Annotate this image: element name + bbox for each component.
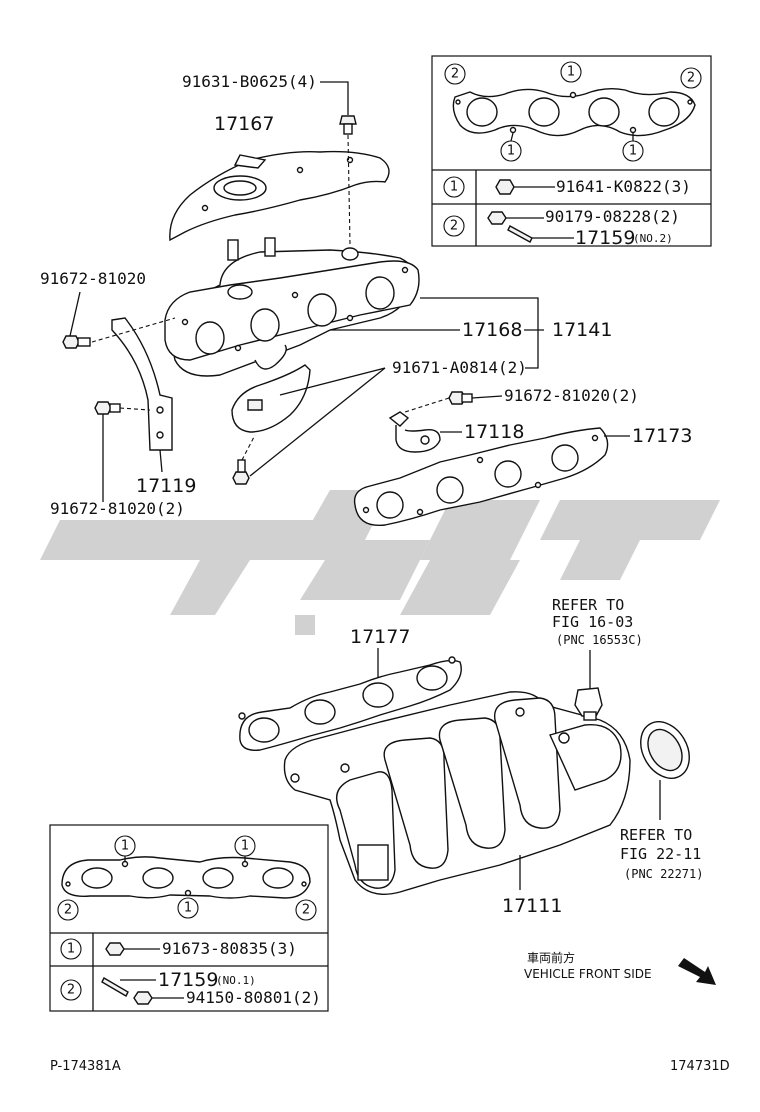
- svg-text:1: 1: [184, 901, 192, 916]
- gasket-marker: 2: [680, 67, 702, 89]
- bracket-17118: [388, 411, 441, 453]
- part-label: 17167: [214, 113, 274, 135]
- part-label: 17168: [462, 319, 522, 341]
- part-note: (NO.1): [216, 974, 256, 987]
- part-number: 90179-08228(2): [545, 207, 680, 226]
- exhaust-manifold: [164, 237, 420, 377]
- gasket-marker: 2: [444, 63, 466, 85]
- part-number: 91641-K0822(3): [556, 177, 691, 196]
- bolt-91672-upper: [62, 335, 91, 349]
- svg-text:2: 2: [687, 71, 695, 86]
- exhaust-gasket-17173: [353, 427, 609, 527]
- bolt-91672-right: [448, 391, 473, 405]
- part-label: 17173: [632, 425, 692, 447]
- svg-text:1: 1: [450, 180, 458, 195]
- refer-pnc: (PNC 22271): [624, 867, 703, 881]
- part-number: 17159: [575, 227, 635, 249]
- svg-text:1: 1: [241, 839, 249, 854]
- direction-arrow-icon: [678, 958, 716, 985]
- gasket-marker: 1: [177, 897, 199, 919]
- svg-text:2: 2: [64, 903, 72, 918]
- part-label: 91671-A0814(2): [392, 358, 527, 377]
- bottom-gasket-table: 1 1 2 1 2 1 91673-80835(3) 2 17159 (NO.1…: [49, 824, 329, 1012]
- svg-text:2: 2: [302, 903, 310, 918]
- part-label: 91672-81020(2): [50, 499, 185, 518]
- part-label: 91672-81020(2): [504, 386, 639, 405]
- refer-note: REFER TO: [620, 826, 692, 844]
- table-key-2: 2: [443, 215, 465, 237]
- heat-insulator: [169, 150, 390, 242]
- svg-text:2: 2: [450, 219, 458, 234]
- converter-heat-shield: [231, 364, 311, 433]
- bolt-lower-manifold: [232, 459, 250, 485]
- bolt-91631: [339, 115, 357, 135]
- vacuum-valve: [574, 687, 603, 721]
- footer-left-code: P-174381A: [50, 1059, 121, 1074]
- top-gasket-table: 2 1 2 1 1 1 91641-K0822(3) 2 90179-08228…: [431, 55, 712, 249]
- throttle-gasket: [640, 721, 690, 779]
- gasket-marker: 2: [57, 899, 79, 921]
- part-label: 91631-B0625(4): [182, 72, 317, 91]
- part-label: 91672-81020: [40, 269, 146, 288]
- svg-text:1: 1: [507, 144, 515, 159]
- bracket-17119: [111, 317, 173, 451]
- table-key-2: 2: [60, 979, 82, 1001]
- part-number: 94150-80801(2): [186, 988, 321, 1007]
- part-label: 17177: [350, 626, 410, 648]
- svg-text:2: 2: [451, 67, 459, 82]
- svg-text:1: 1: [121, 839, 129, 854]
- part-label: 17119: [136, 475, 196, 497]
- table-key-1: 1: [443, 176, 465, 198]
- part-number: 91673-80835(3): [162, 939, 297, 958]
- svg-text:1: 1: [67, 942, 75, 957]
- gasket-marker: 1: [622, 140, 644, 162]
- refer-note: FIG 22-11: [620, 845, 701, 863]
- direction-en: VEHICLE FRONT SIDE: [524, 967, 652, 981]
- watermark-logo: [40, 490, 720, 635]
- refer-note: FIG 16-03: [552, 613, 633, 631]
- table-key-1: 1: [60, 938, 82, 960]
- svg-text:1: 1: [629, 144, 637, 159]
- part-label: 17111: [502, 895, 562, 917]
- gasket-marker: 1: [500, 140, 522, 162]
- refer-pnc: (PNC 16553C): [556, 633, 643, 647]
- gasket-marker: 1: [114, 835, 136, 857]
- refer-note: REFER TO: [552, 596, 624, 614]
- bolt-91672-lower: [94, 401, 121, 415]
- footer-right-code: 174731D: [670, 1059, 730, 1074]
- part-note: (NO.2): [633, 232, 673, 245]
- gasket-marker: 1: [234, 835, 256, 857]
- part-label: 17141: [552, 319, 612, 341]
- svg-text:2: 2: [67, 983, 75, 998]
- part-label: 17118: [464, 421, 524, 443]
- intake-manifold-17111: [283, 691, 631, 895]
- intake-gasket-17177: [238, 656, 462, 751]
- gasket-marker: 2: [295, 899, 317, 921]
- svg-text:1: 1: [567, 65, 575, 80]
- direction-jp: 車両前方: [527, 950, 575, 965]
- gasket-marker: 1: [560, 61, 582, 83]
- part-number: 17159: [158, 969, 218, 991]
